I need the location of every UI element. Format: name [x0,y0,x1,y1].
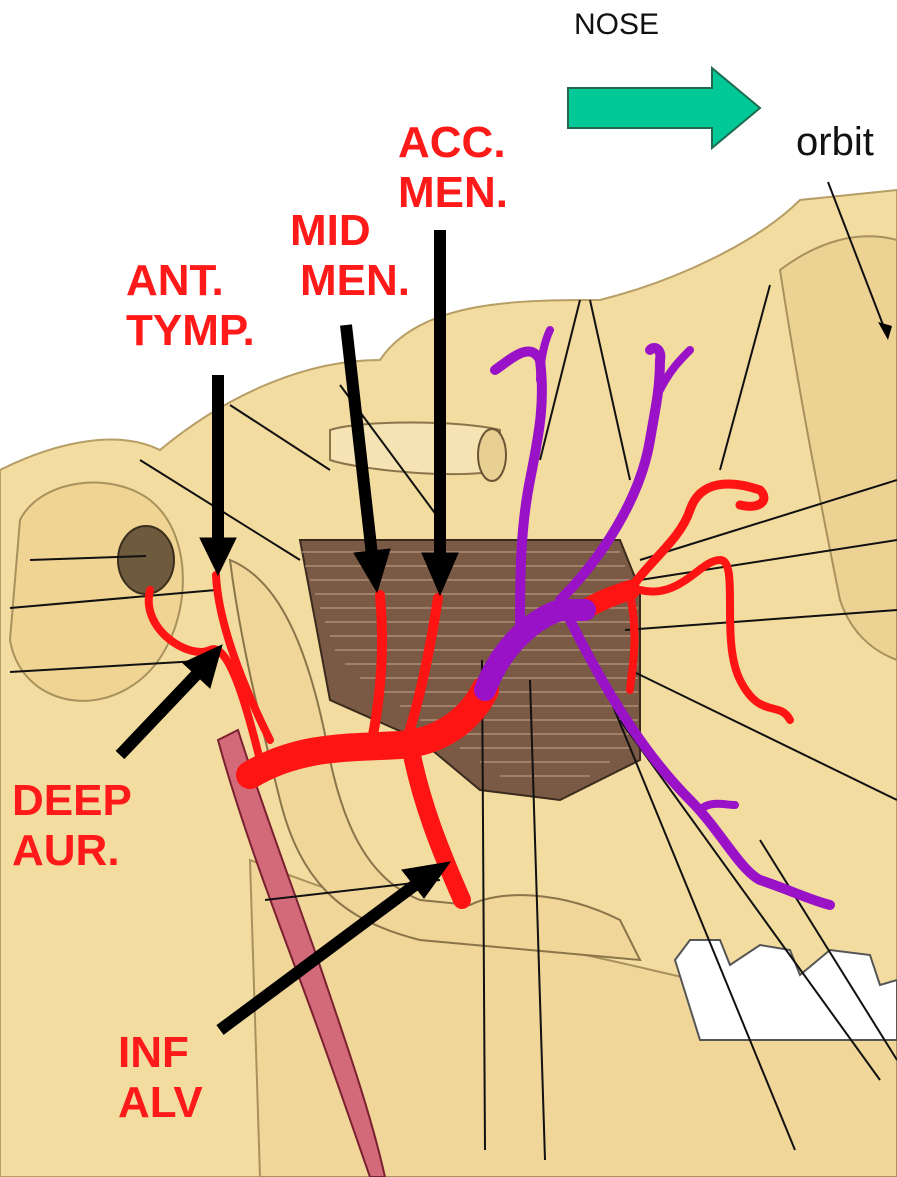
label-acc-men-line2: MEN. [398,168,508,218]
label-ant-tymp: ANT. TYMP. [126,256,255,356]
label-deep-aur-line2: AUR. [12,826,132,876]
nose-label: NOSE [574,8,659,42]
orbit-label: orbit [796,120,874,165]
nose-direction-arrow [568,68,760,148]
label-mid-men-line1: MID [290,206,410,256]
label-mid-men: MID MEN. [290,206,410,306]
label-ant-tymp-line2: TYMP. [126,306,255,356]
label-inf-alv-line1: INF [118,1028,203,1078]
label-acc-men-line1: ACC. [398,118,508,168]
label-deep-aur: DEEP AUR. [12,776,132,876]
label-mid-men-line2: MEN. [300,256,410,306]
label-ant-tymp-line1: ANT. [126,256,255,306]
label-inf-alv-line2: ALV [118,1078,203,1128]
label-acc-men: ACC. MEN. [398,118,508,218]
label-inf-alv: INF ALV [118,1028,203,1128]
label-deep-aur-line1: DEEP [12,776,132,826]
